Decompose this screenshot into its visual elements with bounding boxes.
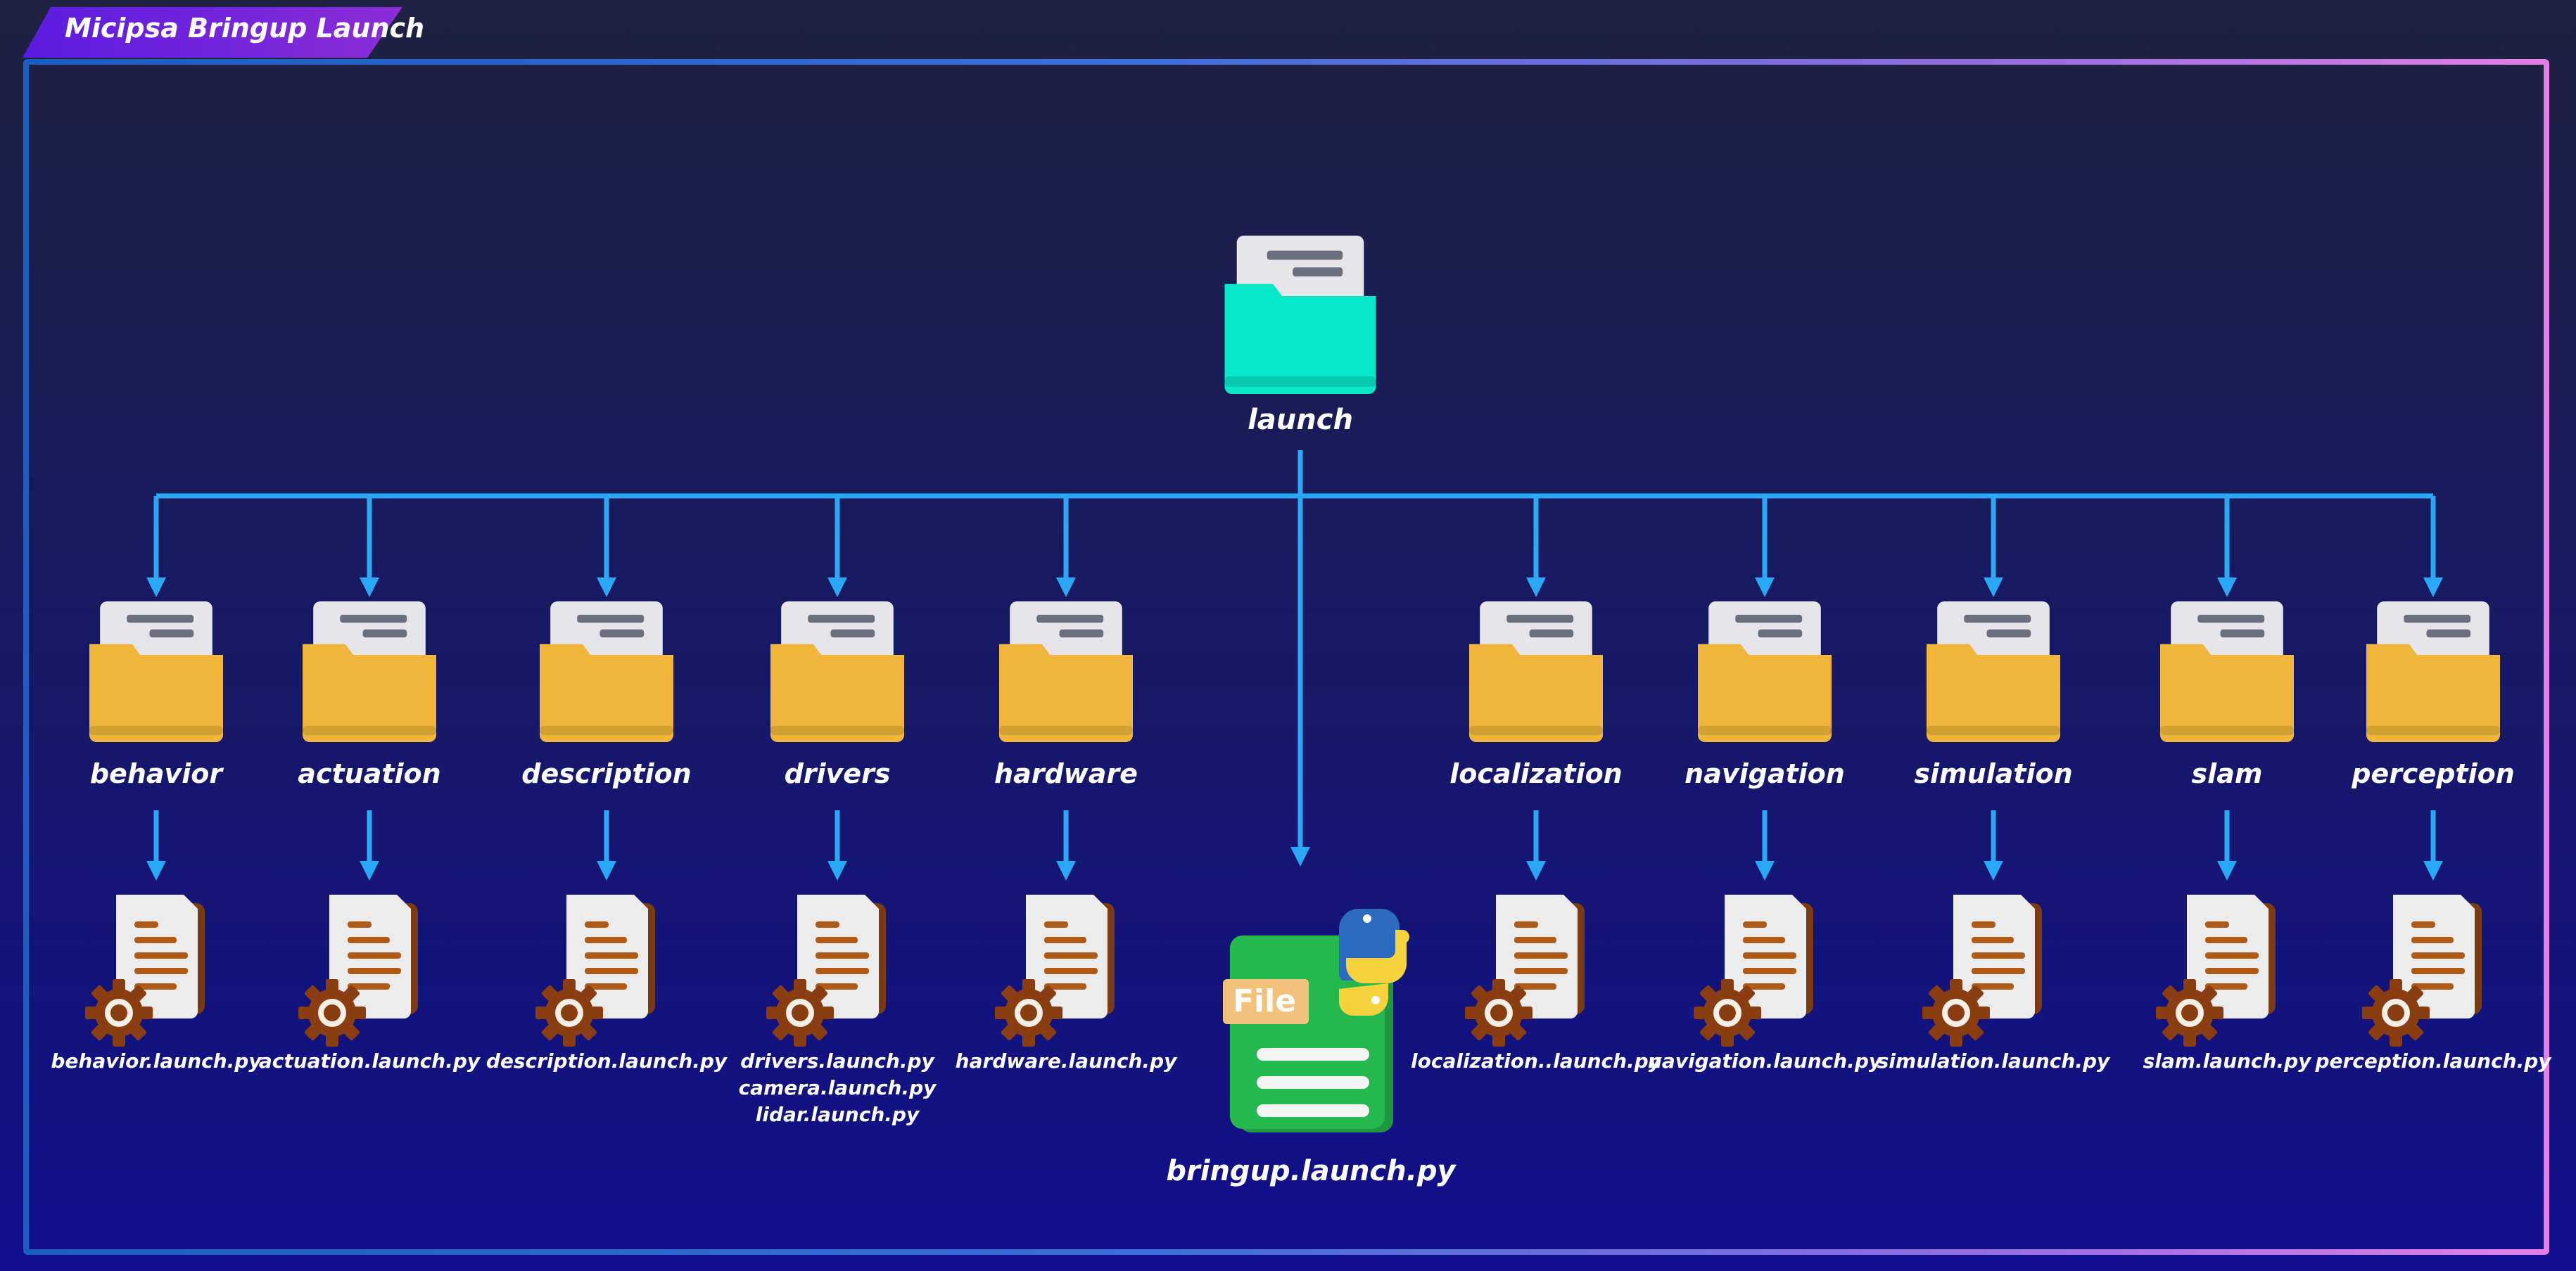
bringup-file-label: bringup.launch.py xyxy=(1166,1155,1456,1187)
folder-icon-slam xyxy=(2160,601,2294,742)
launch-file-icon-description xyxy=(535,895,655,1047)
root-folder-icon xyxy=(1224,236,1376,394)
launch-file-icon-hardware xyxy=(995,895,1115,1047)
launch-file-icon-simulation xyxy=(1922,895,2042,1047)
launch-file-icon-perception xyxy=(2362,895,2482,1047)
folder-icon-perception xyxy=(2366,601,2500,742)
folder-label-hardware: hardware xyxy=(994,758,1138,789)
file-label-description-0: description.launch.py xyxy=(486,1049,728,1073)
folder-icon-actuation xyxy=(303,601,436,742)
folder-label-drivers: drivers xyxy=(784,758,891,789)
file-badge-text: File xyxy=(1233,983,1296,1019)
title-tab xyxy=(23,7,402,58)
folder-icon-behavior xyxy=(89,601,223,742)
folder-label-perception: perception xyxy=(2352,758,2515,789)
folder-icon-navigation xyxy=(1698,601,1832,742)
file-label-drivers-2: lidar.launch.py xyxy=(755,1103,920,1126)
folder-label-description: description xyxy=(521,758,692,789)
launch-file-icon-localization xyxy=(1465,895,1585,1047)
file-label-simulation-0: simulation.launch.py xyxy=(1877,1049,2110,1073)
launch-file-icon-slam xyxy=(2156,895,2276,1047)
file-label-localization-0: localization..launch.py xyxy=(1411,1049,1661,1073)
file-label-drivers-1: camera.launch.py xyxy=(738,1076,937,1099)
folder-label-actuation: actuation xyxy=(298,758,441,789)
diagram-title: Micipsa Bringup Launch xyxy=(65,13,425,44)
file-label-drivers-0: drivers.launch.py xyxy=(740,1049,934,1073)
folder-label-simulation: simulation xyxy=(1914,758,2073,789)
launch-file-icon-actuation xyxy=(298,895,418,1047)
folder-icon-description xyxy=(540,601,673,742)
file-label-hardware-0: hardware.launch.py xyxy=(955,1049,1177,1073)
folder-icon-hardware xyxy=(999,601,1134,742)
root-folder-label: launch xyxy=(1248,404,1353,436)
folder-label-navigation: navigation xyxy=(1684,758,1845,789)
folder-label-behavior: behavior xyxy=(89,758,223,789)
folder-icon-simulation xyxy=(1927,601,2060,742)
folder-icon-localization xyxy=(1469,601,1603,742)
folder-label-slam: slam xyxy=(2191,758,2263,789)
folder-icon-drivers xyxy=(770,601,905,742)
file-label-slam-0: slam.launch.py xyxy=(2143,1049,2311,1073)
file-label-actuation-0: actuation.launch.py xyxy=(258,1049,481,1073)
launch-file-icon-behavior xyxy=(85,895,205,1047)
file-label-behavior-0: behavior.launch.py xyxy=(51,1049,262,1073)
launch-file-icon-drivers xyxy=(766,895,886,1047)
folder-label-localization: localization xyxy=(1449,758,1623,789)
file-label-perception-0: perception.launch.py xyxy=(2315,1049,2551,1073)
file-label-navigation-0: navigation.launch.py xyxy=(1647,1049,1882,1073)
bringup-python-file-icon: File xyxy=(1223,909,1410,1132)
launch-file-icon-navigation xyxy=(1694,895,1813,1047)
